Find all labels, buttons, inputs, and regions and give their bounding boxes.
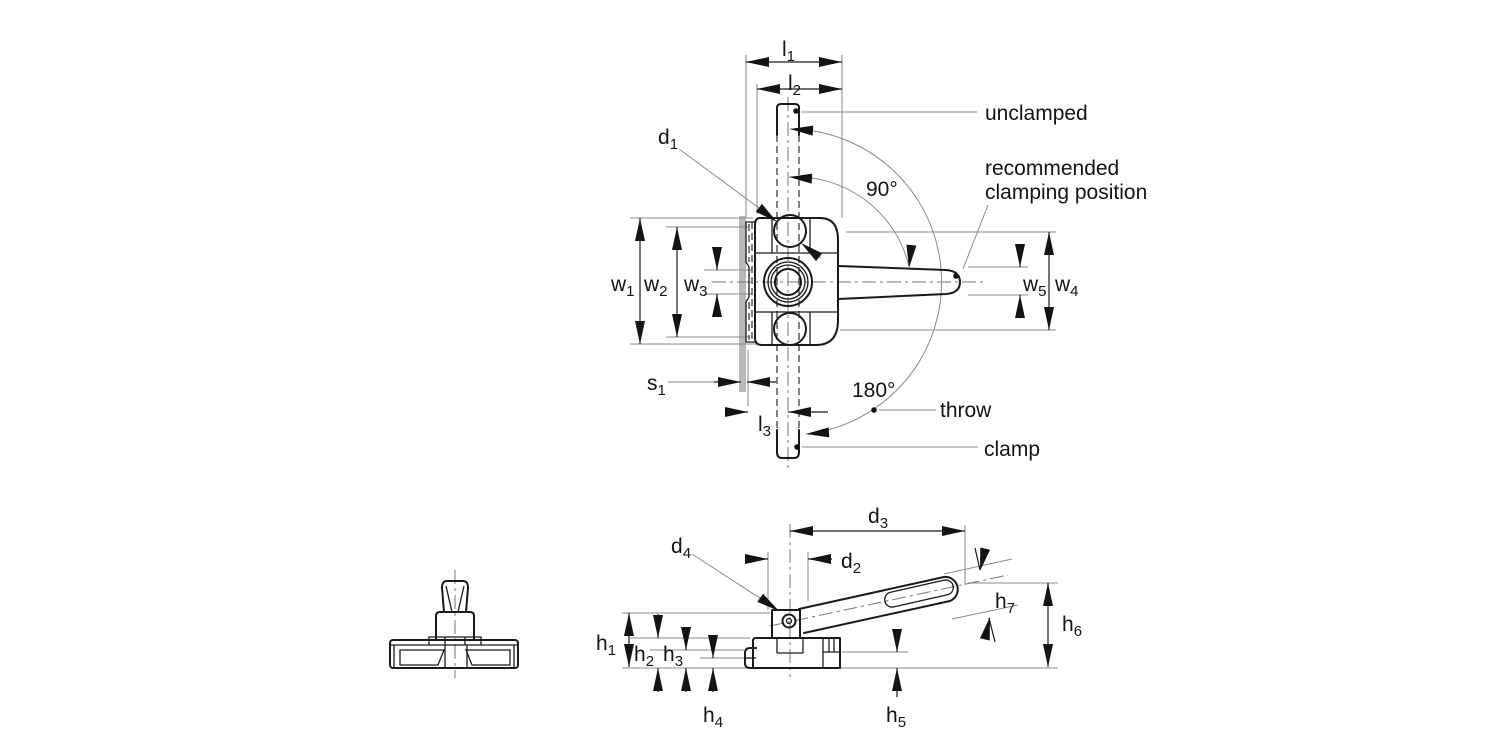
annotation-clamp: clamp [984, 438, 1040, 461]
reference-dots [793, 108, 959, 450]
label-w2: w2 [643, 273, 668, 300]
label-w1: w1 [610, 273, 635, 300]
label-d4: d4 [671, 535, 691, 562]
label-l2: l2 [788, 72, 801, 99]
label-w4: w4 [1054, 273, 1079, 300]
annotation-recommended-line1: recommended [985, 157, 1119, 180]
label-h1: h1 [596, 632, 616, 659]
handle-slot [884, 579, 954, 608]
handle-unclamped-position [776, 103, 800, 136]
mounting-hole-bottom [773, 312, 807, 346]
side-view: d3 d4 d2 h7 h6 h1 h2 h3 h4 h5 [596, 505, 1082, 731]
handle-clamp-position [776, 429, 800, 459]
label-h3: h3 [663, 643, 683, 670]
handle-horizontal [837, 265, 961, 300]
label-h4: h4 [703, 704, 723, 731]
handle-phantom-lines [776, 135, 800, 430]
stud [441, 580, 469, 613]
annotation-recommended-line2: clamping position [985, 181, 1147, 204]
label-h5: h5 [886, 704, 906, 731]
label-d3: d3 [868, 505, 888, 532]
side-view-labels: d3 d4 d2 h7 h6 h1 h2 h3 h4 h5 [596, 505, 1082, 731]
clamp-body [745, 214, 961, 346]
label-w5: w5 [1022, 273, 1047, 300]
throw-dot [871, 407, 877, 413]
label-s1: s1 [647, 372, 666, 399]
label-l3: l3 [758, 413, 771, 440]
clamp-dot [794, 444, 800, 450]
annotation-throw: throw [940, 399, 992, 422]
cam-boss [763, 257, 813, 307]
label-d1: d1 [658, 126, 678, 153]
base-plate-side [744, 637, 841, 669]
top-view: l1 l2 d1 w1 w2 w3 w5 w4 s1 l3 unclamped … [610, 38, 1147, 470]
center-block [435, 611, 475, 641]
serrated-clamping-edge [745, 221, 755, 343]
label-h2: h2 [634, 643, 654, 670]
centerlines [712, 97, 985, 470]
label-d2: d2 [841, 550, 861, 577]
leader-lines [668, 111, 989, 448]
lever-handle [798, 575, 959, 634]
unclamped-dot [793, 108, 799, 114]
label-w3: w3 [683, 273, 708, 300]
extension-lines [630, 55, 1056, 406]
annotation-angle-180: 180° [852, 379, 895, 402]
clamping-plane-band [739, 216, 746, 392]
top-view-labels: l1 l2 d1 w1 w2 w3 w5 w4 s1 l3 unclamped … [610, 38, 1147, 461]
base-plate-front [389, 636, 519, 669]
annotation-angle-90: 90° [866, 178, 898, 201]
label-l1: l1 [782, 38, 795, 65]
label-h7: h7 [995, 590, 1015, 617]
clamp-side-body [744, 575, 959, 669]
front-view [389, 570, 519, 678]
label-h6: h6 [1062, 613, 1082, 640]
mounting-hole-top [773, 214, 807, 248]
annotation-unclamped: unclamped [985, 102, 1088, 125]
pivot-screw [781, 613, 797, 629]
recommended-position-dot [953, 273, 959, 279]
